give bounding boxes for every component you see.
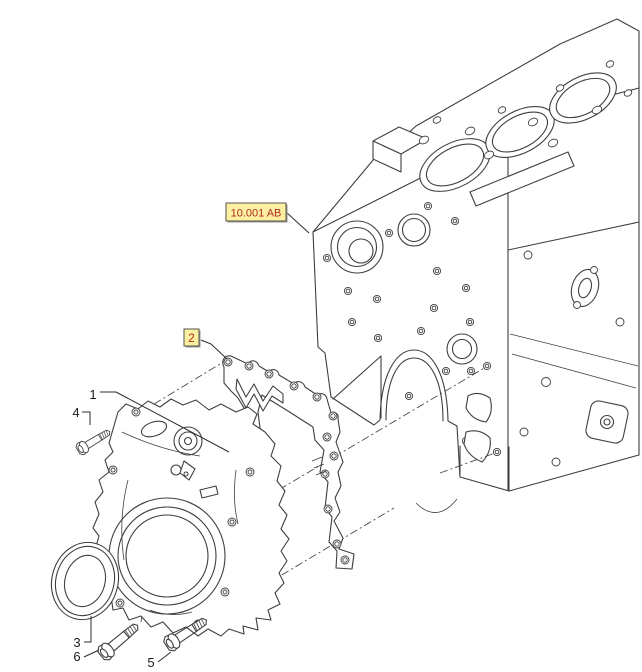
crankshaft-seal-drawing: [50, 541, 120, 621]
callout-2-text: 2: [188, 331, 195, 345]
callout-leader-lines: [82, 211, 310, 663]
callout-label-4[interactable]: 4: [72, 405, 79, 420]
head-bolt-holes: [418, 60, 633, 160]
callout-label-1[interactable]: 1: [89, 387, 96, 402]
front-face-bolt-holes: [322, 201, 502, 457]
bolt-drawing-4: [74, 425, 114, 457]
right-face-details: [509, 250, 639, 467]
callout-label-2[interactable]: 2: [183, 328, 201, 348]
lower-bore: [446, 333, 478, 365]
camshaft-bore: [330, 220, 384, 274]
bolt-drawing-6: [95, 618, 144, 663]
callout-label-6[interactable]: 6: [73, 649, 80, 664]
callout-label-3[interactable]: 3: [73, 635, 80, 650]
engine-block-drawing: [312, 18, 640, 513]
oil-pump-cover-drawing: [92, 398, 290, 637]
idler-bore: [397, 213, 431, 247]
callout-label-5[interactable]: 5: [147, 655, 154, 670]
ref-label-text: 10.001 AB: [231, 208, 282, 220]
ref-label-link[interactable]: 10.001 AB: [225, 202, 288, 223]
pump-gear-boss: [173, 426, 203, 456]
